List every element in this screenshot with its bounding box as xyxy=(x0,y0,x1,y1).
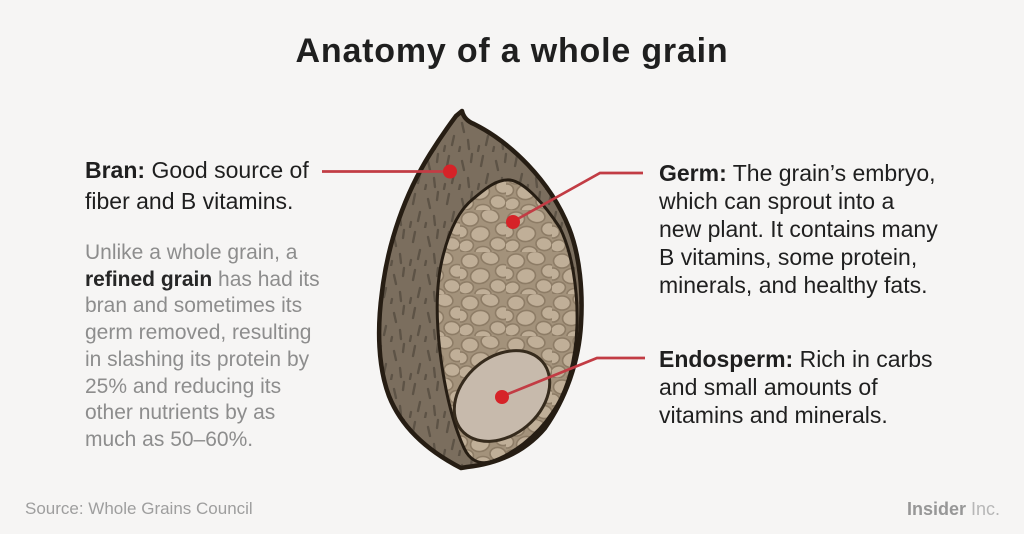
refined-term: refined grain xyxy=(85,267,213,291)
germ-desc-1: The grain’s embryo, xyxy=(726,160,936,186)
brand-logo: Insider Inc. xyxy=(907,499,1000,520)
refined-line-6: 25% and reducing its xyxy=(85,374,282,398)
brand-logo-inc: Inc. xyxy=(965,499,1000,519)
refined-grain-paragraph: Unlike a whole grain, a refined grain ha… xyxy=(85,240,320,454)
refined-line-8: much as 50–60%. xyxy=(85,427,254,451)
germ-desc-3: new plant. It contains many xyxy=(659,216,938,242)
bran-callout-dot xyxy=(443,164,457,179)
refined-line-4: germ removed, resulting xyxy=(85,321,312,345)
endosperm-desc-2: and small amounts of xyxy=(659,374,878,400)
grain-outline xyxy=(376,108,584,471)
refined-line-7: other nutrients by as xyxy=(85,401,276,425)
endosperm-label-block: Endosperm: Rich in carbs and small amoun… xyxy=(659,345,933,429)
endosperm-term: Endosperm: xyxy=(659,346,794,372)
refined-line-5: in slashing its protein by xyxy=(85,347,310,371)
germ-desc-2: which can sprout into a xyxy=(659,188,895,214)
bran-desc-2: fiber and B vitamins. xyxy=(85,188,294,214)
germ-desc-5: minerals, and healthy fats. xyxy=(659,272,928,298)
germ-desc-4: B vitamins, some protein, xyxy=(659,244,918,270)
refined-line-2: has had its xyxy=(212,267,320,291)
page-title: Anatomy of a whole grain xyxy=(295,32,729,70)
germ-term: Germ: xyxy=(659,160,727,186)
germ-callout-dot xyxy=(506,215,520,229)
germ-label-block: Germ: The grain’s embryo, which can spro… xyxy=(659,159,938,299)
brand-logo-insider: Insider xyxy=(906,499,966,519)
endosperm-callout-dot xyxy=(495,390,509,404)
bran-desc-1: Good source of xyxy=(145,157,309,183)
bran-label-block: Bran: Good source of fiber and B vitamin… xyxy=(85,155,309,217)
refined-line-1: Unlike a whole grain, a xyxy=(85,241,298,264)
callouts xyxy=(322,170,645,398)
endosperm-callout-line xyxy=(502,356,645,398)
bran-term: Bran: xyxy=(85,157,146,183)
callout-dots xyxy=(443,164,520,404)
source-attribution: Source: Whole Grains Council xyxy=(25,499,253,518)
refined-line-3: bran and sometimes its xyxy=(85,294,303,318)
germ-callout-line xyxy=(513,171,643,223)
endosperm-desc-1: Rich in carbs xyxy=(793,346,933,372)
endosperm-desc-3: vitamins and minerals. xyxy=(659,402,888,428)
